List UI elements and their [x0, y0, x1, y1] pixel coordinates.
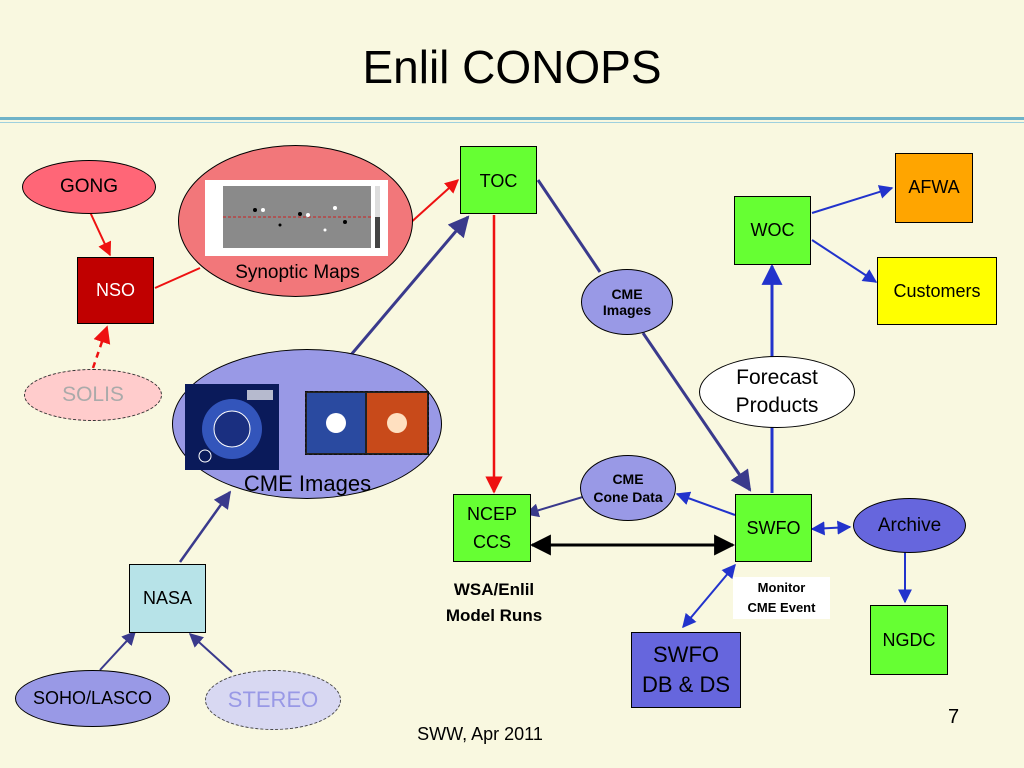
cme-images-label: CME Images — [243, 471, 372, 496]
cme-images-small-label: CME Images — [602, 286, 652, 318]
toc-label: TOC — [479, 171, 518, 191]
forecast-products-node: Forecast Products — [699, 356, 855, 428]
arrow-soho-nasa — [99, 630, 136, 671]
wsa-enlil-line1: WSA/Enlil — [453, 580, 535, 599]
line-nso-synoptic — [154, 267, 201, 289]
gong-node: GONG — [22, 160, 156, 214]
arrow-cmeimages-swfo — [641, 332, 752, 492]
ngdc-label: NGDC — [882, 629, 936, 650]
arrow-swfo-db — [682, 563, 736, 629]
page-title: Enlil CONOPS — [362, 41, 662, 93]
woc-node: WOC — [734, 196, 811, 265]
monitor-cme-event-label: Monitor CME Event — [733, 577, 830, 619]
afwa-node: AFWA — [895, 153, 973, 223]
arrow-cone-ncep — [524, 495, 587, 518]
ncep-label: NCEP — [466, 504, 517, 524]
wsa-enlil-line2: Model Runs — [445, 606, 543, 625]
soho-lasco-label: SOHO/LASCO — [32, 688, 153, 708]
soho-lasco-node: SOHO/LASCO — [15, 670, 170, 727]
woc-label: WOC — [750, 220, 795, 240]
archive-node: Archive — [853, 498, 966, 553]
arrow-woc-afwa — [811, 185, 894, 214]
arrow-synoptic-toc — [407, 179, 460, 226]
wsa-enlil-label: WSA/Enlil Model Runs — [424, 577, 564, 629]
stereo-image — [305, 391, 429, 455]
arrow-swfo-cone — [675, 491, 736, 516]
monitor-line2: CME Event — [747, 600, 816, 615]
stereo-node: STEREO — [205, 670, 341, 730]
nso-label: NSO — [95, 280, 135, 300]
arrow-stereo-nasa — [188, 633, 233, 673]
cme-images-small-node: CME Images — [581, 269, 673, 335]
lasco-image — [185, 384, 279, 470]
forecast-line1: Forecast — [736, 366, 818, 389]
gong-label: GONG — [59, 176, 119, 197]
customers-label: Customers — [893, 280, 981, 301]
synoptic-map-image — [205, 180, 388, 256]
solis-node: SOLIS — [24, 369, 162, 421]
title-divider-thin — [0, 122, 1024, 123]
cme-cone-line1: CME — [612, 471, 644, 487]
swfo-label: SWFO — [746, 517, 801, 538]
arrow-swfo-archive — [810, 520, 852, 536]
arrow-solis-nso — [91, 325, 111, 369]
ncep-ccs-node: NCEP CCS — [453, 494, 531, 562]
afwa-label: AFWA — [908, 177, 960, 197]
line-toc-cmeimages — [536, 179, 602, 273]
title-divider — [0, 117, 1024, 120]
footer-text: SWW, Apr 2011 — [417, 724, 543, 744]
synoptic-maps-label: Synoptic Maps — [235, 262, 360, 283]
solis-label: SOLIS — [62, 383, 124, 406]
ccs-label: CCS — [472, 532, 511, 552]
customers-node: Customers — [877, 257, 997, 325]
nasa-label: NASA — [142, 588, 193, 608]
swfo-db-ds-node: SWFO DB & DS — [631, 632, 741, 708]
nasa-node: NASA — [129, 564, 206, 633]
monitor-line1: Monitor — [757, 580, 806, 595]
forecast-line2: Products — [735, 394, 819, 417]
arrow-cme-toc — [348, 215, 470, 357]
archive-label: Archive — [877, 514, 942, 536]
stereo-label: STEREO — [227, 687, 319, 712]
arrow-nasa-cme — [178, 490, 232, 563]
cme-cone-data-node: CME Cone Data — [580, 455, 676, 521]
swfo-db-line2: DB & DS — [641, 672, 731, 697]
swfo-node: SWFO — [735, 494, 812, 562]
cme-cone-line2: Cone Data — [593, 489, 663, 505]
arrow-woc-customers — [811, 239, 878, 283]
nso-node: NSO — [77, 257, 154, 324]
page-number: 7 — [948, 706, 960, 728]
arrow-gong-nso — [89, 211, 112, 257]
ngdc-node: NGDC — [870, 605, 948, 675]
toc-node: TOC — [460, 146, 537, 214]
swfo-db-line1: SWFO — [653, 642, 719, 667]
